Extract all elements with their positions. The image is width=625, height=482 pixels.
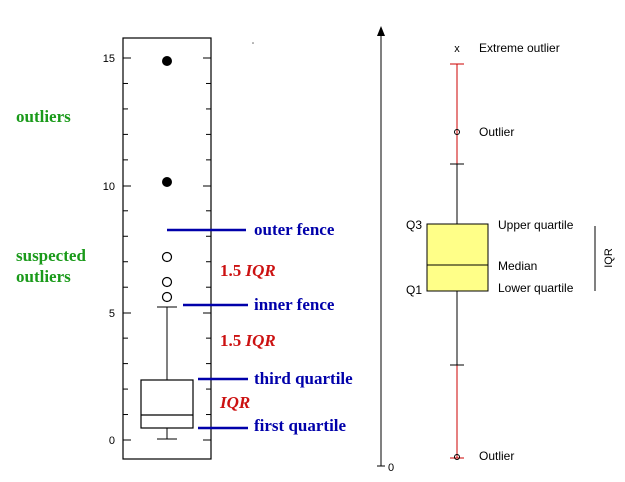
upper-quartile-label: Upper quartile: [498, 218, 574, 232]
extreme-outlier-marker: x: [454, 43, 460, 55]
iqr-bracket-label: IQR: [603, 248, 615, 268]
inner-fence-label: inner fence: [254, 295, 335, 314]
outlier-point: [162, 177, 172, 187]
axis-arrow-icon: [377, 26, 385, 36]
outer-fence-label: outer fence: [254, 220, 335, 239]
y-axis-ticks: [123, 57, 211, 441]
left-boxplot: 15 10 5 0 outliers suspected outliers ou…: [16, 37, 353, 460]
suspected-outlier-point: [161, 251, 173, 263]
suspected-outliers-label-line2: outliers: [16, 267, 71, 286]
suspected-outlier-point: [161, 276, 173, 288]
lower-quartile-label: Lower quartile: [498, 281, 574, 295]
y-axis-minor-ticks: [123, 82, 211, 416]
y-tick-label-5: 5: [109, 308, 115, 320]
median-label: Median: [498, 259, 537, 273]
suspected-outliers-label-line1: suspected: [16, 246, 86, 265]
upper-1-5-iqr-label: 1.5 IQR: [220, 261, 276, 280]
annotation-lines: [167, 228, 248, 430]
right-boxplot: 0 x Extreme outlier Outlier Q3 Q1 Upper …: [377, 26, 615, 474]
axis-zero-label: 0: [388, 462, 394, 474]
q3-label: Q3: [406, 218, 422, 232]
suspected-outlier-point: [161, 291, 173, 303]
third-quartile-label: third quartile: [254, 369, 353, 388]
stray-dot: [252, 42, 254, 44]
outlier-marker-bottom: [454, 454, 460, 460]
plot-frame: [122, 37, 212, 460]
iqr-label: IQR: [219, 393, 250, 412]
y-tick-label-15: 15: [103, 53, 115, 65]
outlier-label-bottom: Outlier: [479, 449, 514, 463]
y-tick-label-10: 10: [103, 181, 115, 193]
outlier-label-top: Outlier: [479, 125, 514, 139]
lower-1-5-iqr-label: 1.5 IQR: [220, 331, 276, 350]
outlier-point: [162, 56, 172, 66]
extreme-outlier-label: Extreme outlier: [479, 41, 560, 55]
y-tick-label-0: 0: [109, 435, 115, 447]
q1-label: Q1: [406, 283, 422, 297]
quartile-box: [426, 223, 489, 292]
outliers-label: outliers: [16, 107, 71, 126]
first-quartile-label: first quartile: [254, 416, 347, 435]
outlier-marker-top: [454, 129, 460, 135]
box: [140, 379, 194, 429]
